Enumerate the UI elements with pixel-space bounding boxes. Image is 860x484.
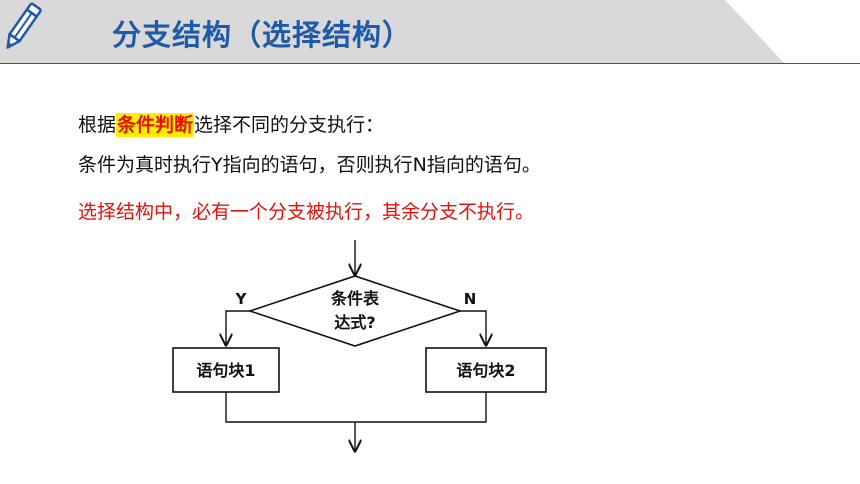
intro-prefix: 根据 — [78, 114, 117, 136]
condition-text-1: 条件表 — [330, 289, 380, 308]
rule-line: 条件为真时执行Y指向的语句，否则执行N指向的语句。 — [78, 154, 541, 176]
header-background — [0, 0, 860, 64]
yes-label: Y — [235, 290, 248, 308]
emphasis-line: 选择结构中，必有一个分支被执行，其余分支不执行。 — [78, 201, 535, 223]
block2-text: 语句块2 — [456, 361, 515, 380]
header-band: 分支结构（选择结构） — [0, 0, 860, 64]
block2-box — [425, 347, 547, 393]
no-label: N — [464, 290, 477, 308]
pencil-icon — [6, 2, 42, 49]
block1-text: 语句块1 — [196, 361, 255, 380]
condition-highlight: 条件判断 — [116, 113, 195, 137]
intro-line: 根据条件判断选择不同的分支执行： — [78, 112, 384, 138]
page-title: 分支结构（选择结构） — [112, 18, 413, 52]
header-gray-band — [0, 0, 785, 64]
intro-suffix: 选择不同的分支执行： — [194, 114, 385, 136]
no-arrow — [460, 310, 486, 345]
merge-line — [225, 392, 487, 423]
yes-arrow — [226, 310, 250, 345]
block1-box — [172, 347, 280, 393]
condition-diamond — [247, 275, 463, 347]
condition-text-2: 达式? — [334, 313, 375, 332]
